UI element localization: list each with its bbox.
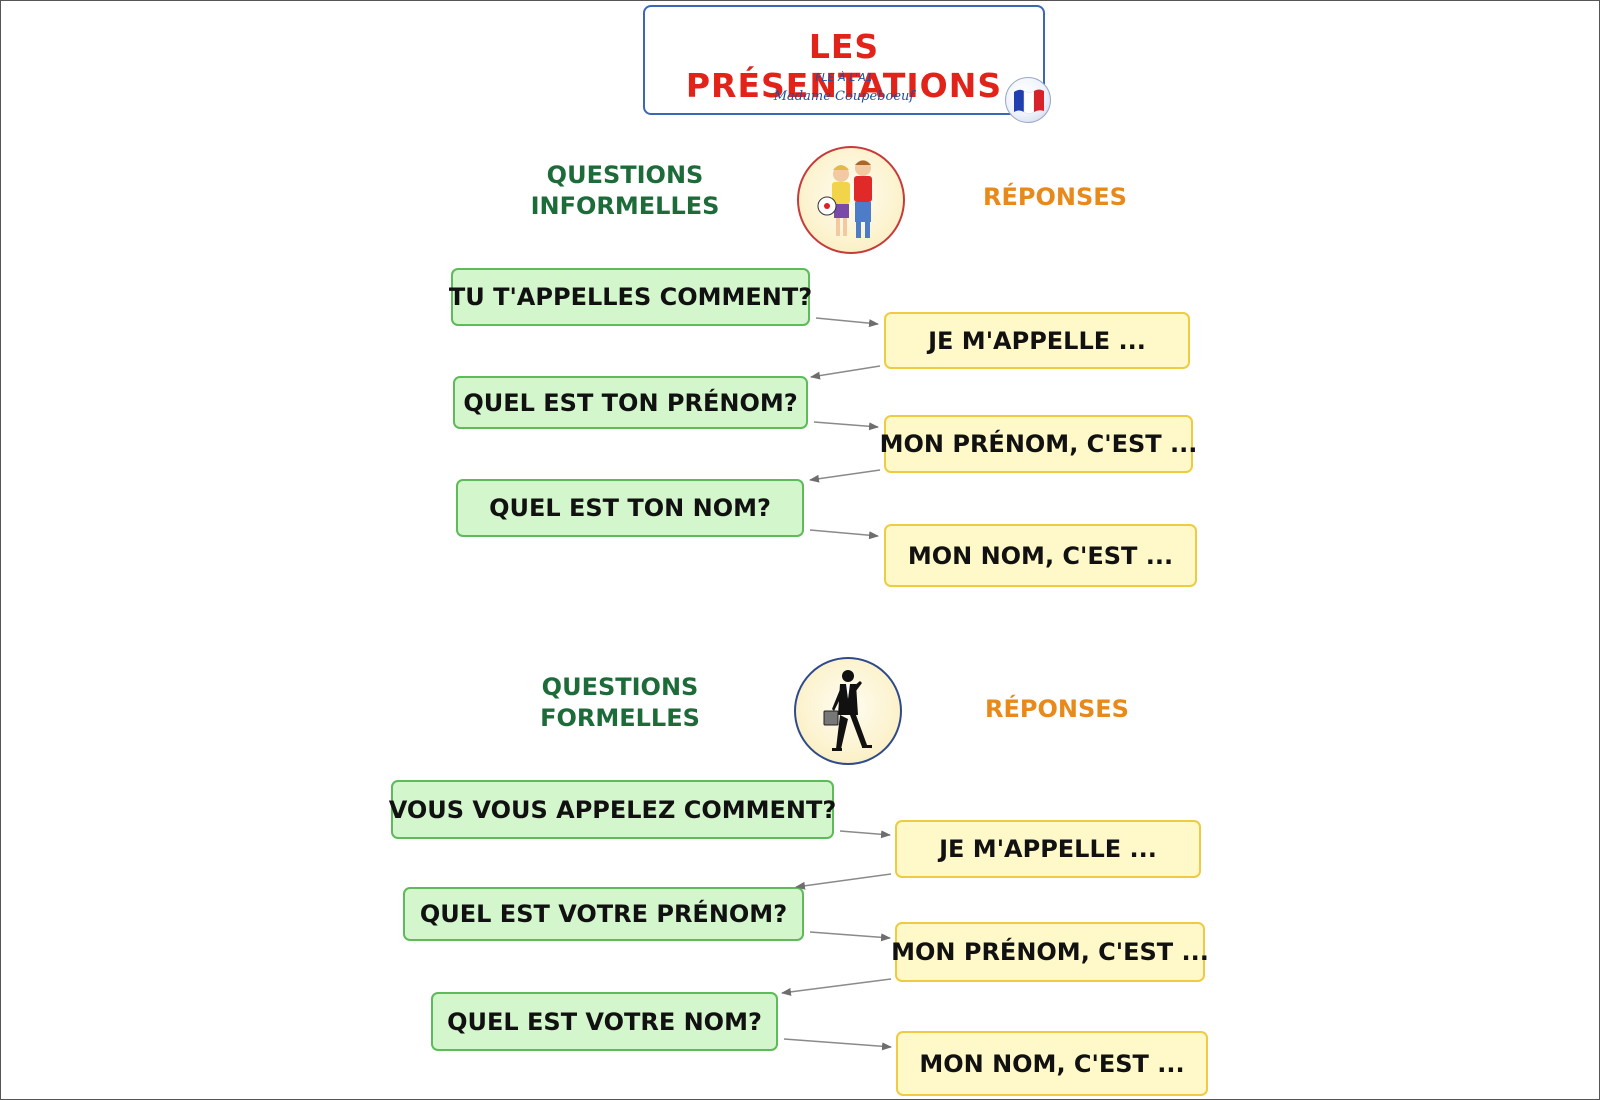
formal-answers-heading: RÉPONSES <box>985 695 1129 723</box>
arrow-a-to-q <box>810 365 881 380</box>
question-node: TU T'APPELLES COMMENT? <box>449 268 812 326</box>
arrow-q-to-a <box>815 317 879 328</box>
arrow-q-to-a <box>809 529 879 540</box>
arrow-a-to-q <box>809 469 881 483</box>
informal-answers-heading: RÉPONSES <box>983 183 1127 211</box>
title-box: LES PRÉSENTATIONS FLE À L'A1 Madame Coup… <box>643 5 1045 115</box>
answer-node: MON NOM, C'EST ... <box>884 524 1197 587</box>
arrow-q-to-a <box>813 421 879 431</box>
answer-node: MON PRÉNOM, C'EST ... <box>880 415 1197 473</box>
formal-questions-heading: QUESTIONS FORMELLES <box>515 672 725 734</box>
question-node: QUEL EST TON NOM? <box>456 479 804 537</box>
answer-node: JE M'APPELLE ... <box>884 312 1190 369</box>
arrow-q-to-a <box>809 931 891 942</box>
answer-node: MON PRÉNOM, C'EST ... <box>891 922 1209 982</box>
informal-questions-heading: QUESTIONS INFORMELLES <box>520 160 730 222</box>
question-node: QUEL EST VOTRE PRÉNOM? <box>403 887 804 941</box>
kids-icon <box>797 146 905 254</box>
level-subtitle: FLE À L'A1 <box>815 71 873 84</box>
businessman-icon <box>794 657 902 765</box>
arrow-q-to-a <box>839 830 891 839</box>
heading-line: QUESTIONS <box>541 673 699 701</box>
arrow-a-to-q <box>781 978 892 996</box>
author-name: Madame Coupeboeuf <box>773 89 915 104</box>
question-node: QUEL EST VOTRE NOM? <box>431 992 778 1051</box>
page-title: LES PRÉSENTATIONS <box>685 27 1003 105</box>
question-node: VOUS VOUS APPELEZ COMMENT? <box>389 780 836 839</box>
question-node: QUEL EST TON PRÉNOM? <box>453 376 808 429</box>
arrow-q-to-a <box>783 1038 892 1051</box>
french-flag-icon <box>1005 77 1051 123</box>
answer-node: MON NOM, C'EST ... <box>896 1031 1208 1096</box>
heading-line: FORMELLES <box>540 704 700 732</box>
heading-line: QUESTIONS <box>546 161 704 189</box>
answer-node: JE M'APPELLE ... <box>895 820 1201 878</box>
heading-line: INFORMELLES <box>530 192 720 220</box>
arrow-a-to-q <box>795 873 892 890</box>
